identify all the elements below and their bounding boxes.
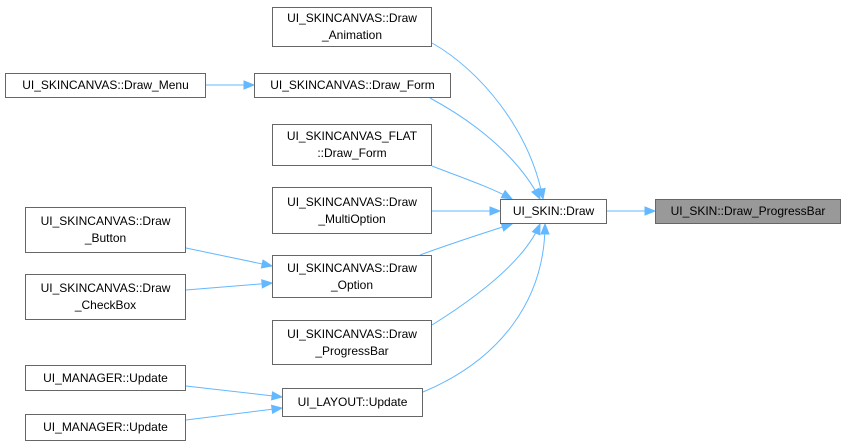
- node-ui-skin-draw-progressbar: UI_SKIN::Draw_ProgressBar: [655, 199, 841, 224]
- node-label: UI_SKINCANVAS::Draw_Menu: [22, 78, 189, 92]
- node-label-line-2: ::Draw_Form: [317, 146, 387, 160]
- edge-manager-update-2-to-layout-update: [185, 404, 284, 421]
- node-label-line-1: UI_SKINCANVAS::Draw: [40, 281, 171, 295]
- edge-line: [429, 97, 541, 200]
- arrowhead: [489, 206, 502, 216]
- arrowhead: [243, 80, 256, 90]
- edge-line: [422, 223, 546, 393]
- edge-canvas-draw-option-to-ui-skin-draw: [419, 222, 514, 256]
- arrowhead: [530, 187, 541, 201]
- arrowhead: [271, 391, 284, 401]
- edge-canvas-draw-progressbar-to-ui-skin-draw: [431, 222, 541, 326]
- arrowhead: [500, 222, 514, 232]
- edge-layout-update-to-ui-skin-draw: [422, 222, 550, 393]
- node-label: UI_MANAGER::Update: [43, 370, 168, 385]
- node-ui-skin-draw[interactable]: UI_SKIN::Draw: [500, 199, 607, 224]
- edge-ui-skin-draw-to-draw-progressbar: [607, 206, 657, 216]
- node-label: UI_SKIN::Draw: [512, 204, 595, 218]
- node-label-line-1: UI_SKINCANVAS::Draw: [287, 260, 417, 275]
- edge-canvas-draw-multioption-to-ui-skin-draw: [432, 206, 502, 216]
- node-ui-skincanvas-draw-checkbox[interactable]: UI_SKINCANVAS::Draw _CheckBox: [25, 274, 186, 320]
- node-ui-skincanvas-draw-progressbar[interactable]: UI_SKINCANVAS::Draw _ProgressBar: [272, 320, 432, 365]
- arrowhead: [270, 404, 284, 415]
- node-ui-skincanvas-draw-button[interactable]: UI_SKINCANVAS::Draw _Button: [25, 207, 186, 253]
- node-ui-skincanvas-draw-animation[interactable]: UI_SKINCANVAS::Draw _Animation: [272, 7, 432, 47]
- node-ui-manager-update[interactable]: UI_MANAGER::Update: [25, 414, 186, 441]
- edge-line: [185, 247, 273, 267]
- arrowhead: [531, 222, 541, 236]
- node-label-line-2: _CheckBox: [74, 298, 137, 312]
- edge-line: [431, 42, 544, 200]
- node-label-line-2: _Button: [84, 231, 127, 245]
- edge-canvas-draw-checkbox-to-canvas-draw-option: [185, 279, 274, 291]
- node-label: UI_LAYOUT::Update: [297, 395, 408, 409]
- node-label-line-2: _MultiOption: [318, 211, 386, 226]
- node-label: UI_MANAGER::Update: [43, 420, 168, 434]
- node-ui-skincanvas-draw-menu[interactable]: UI_SKINCANVAS::Draw_Menu: [5, 73, 206, 98]
- edge-canvas-draw-menu-to-canvas-draw-form: [206, 80, 256, 90]
- node-label: UI_SKINCANVAS::Draw_Form: [270, 78, 435, 92]
- edge-canvas-draw-button-to-canvas-draw-option: [185, 247, 274, 269]
- node-label-line-1: UI_SKINCANVAS::Draw: [287, 194, 417, 209]
- node-ui-skincanvas-flat-draw-form[interactable]: UI_SKINCANVAS_FLAT ::Draw_Form: [272, 124, 432, 166]
- edge-canvas-draw-animation-to-ui-skin-draw: [431, 42, 546, 201]
- node-ui-layout-update[interactable]: UI_LAYOUT::Update: [282, 388, 423, 417]
- node-label-line-2: _Option: [330, 277, 374, 292]
- arrowhead: [500, 189, 514, 200]
- edge-canvas-draw-form-to-ui-skin-draw: [429, 97, 541, 201]
- arrowhead: [260, 259, 274, 269]
- edge-line: [419, 223, 513, 256]
- edge-line: [185, 282, 273, 291]
- arrowhead: [540, 222, 550, 235]
- node-label-line-1: UI_SKINCANVAS::Draw: [287, 326, 417, 341]
- node-ui-skincanvas-draw-form[interactable]: UI_SKINCANVAS::Draw_Form: [254, 73, 451, 98]
- node-label-line-1: UI_SKINCANVAS::Draw: [287, 11, 417, 25]
- edge-line: [185, 407, 283, 421]
- node-label: UI_SKIN::Draw_ProgressBar: [670, 204, 826, 218]
- node-ui-manager-update[interactable]: UI_MANAGER::Update: [25, 365, 186, 391]
- node-ui-skincanvas-draw-multioption[interactable]: UI_SKINCANVAS::Draw _MultiOption: [272, 187, 432, 234]
- edge-flat-draw-form-to-ui-skin-draw: [431, 165, 514, 200]
- edge-line: [431, 165, 513, 200]
- node-ui-skincanvas-draw-option[interactable]: UI_SKINCANVAS::Draw _Option: [272, 255, 432, 298]
- arrowhead: [644, 206, 657, 216]
- edge-manager-update-1-to-layout-update: [185, 385, 284, 401]
- arrowhead: [261, 279, 274, 289]
- node-label-line-2: _ProgressBar: [315, 343, 389, 358]
- node-label-line-1: UI_SKINCANVAS_FLAT: [286, 129, 418, 143]
- node-label-line-2: _Animation: [321, 28, 383, 42]
- node-label-line-1: UI_SKINCANVAS::Draw: [40, 214, 171, 228]
- edge-line: [185, 385, 283, 398]
- edge-line: [431, 223, 541, 326]
